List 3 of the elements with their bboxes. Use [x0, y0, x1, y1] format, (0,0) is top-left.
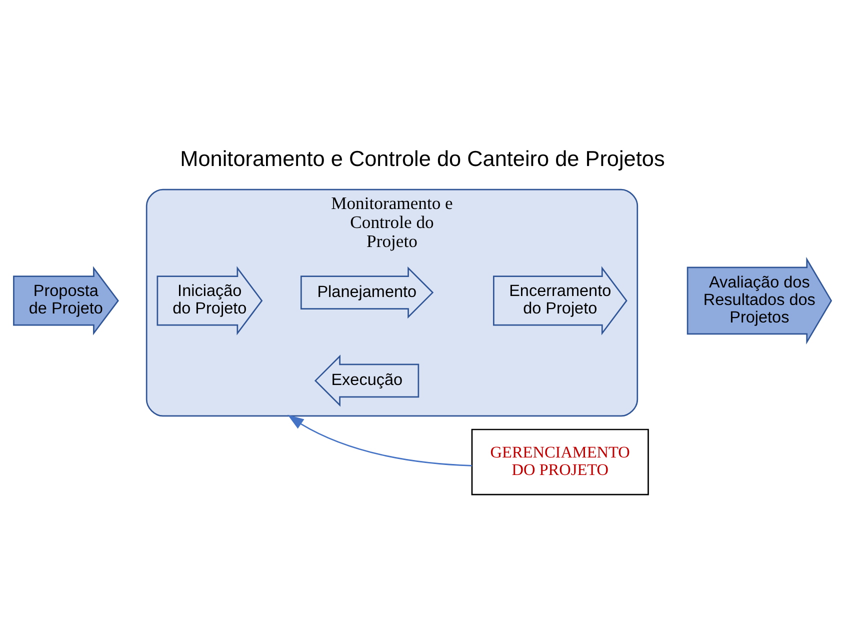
diagram-title: Monitoramento e Controle do Canteiro de Projetos [180, 146, 665, 171]
arrow [288, 414, 472, 466]
node-box: GERENCIAMENTO DO PROJETO [471, 428, 649, 495]
